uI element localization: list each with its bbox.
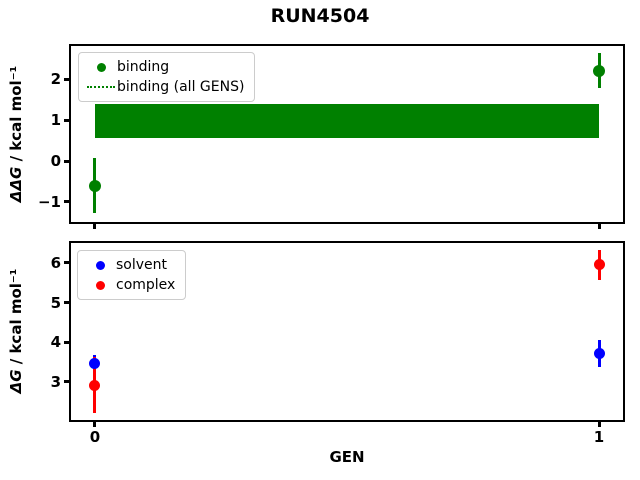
legend-label: binding (all GENS)	[117, 79, 245, 95]
y-tick-label: 3	[50, 372, 61, 391]
binding-data-point	[88, 179, 101, 192]
complex-data-point	[89, 379, 101, 391]
uncertainty-band	[94, 104, 599, 139]
x-tick	[597, 422, 601, 427]
complex-data-point	[593, 259, 605, 271]
y-tick	[64, 380, 69, 384]
y-tick	[64, 118, 69, 122]
y-tick-label: 2	[50, 70, 61, 89]
solvent-data-point	[593, 347, 605, 359]
x-tick-label: 0	[89, 428, 101, 446]
axes-binding: binding binding (all GENS) 2 1 0 −1	[38, 44, 625, 229]
binding-data-point	[593, 64, 605, 77]
y-tick-label: 5	[50, 293, 61, 312]
solvent-data-point	[89, 357, 101, 369]
binding-dot-icon	[85, 62, 117, 72]
x-axis-label: GEN	[329, 448, 365, 466]
y-tick	[64, 77, 69, 81]
legend-item-solvent: solvent	[84, 255, 175, 275]
x-tick	[93, 224, 97, 229]
x-tick	[597, 224, 601, 229]
y-tick	[64, 159, 69, 163]
figure-title: RUN4504	[270, 5, 370, 27]
y-tick-label: 1	[50, 111, 61, 130]
y-tick	[64, 340, 69, 344]
legend-item-complex: complex	[84, 275, 175, 295]
legend-label: binding	[117, 59, 170, 75]
complex-dot-icon	[84, 280, 116, 290]
y-tick	[64, 200, 69, 204]
y-axis-label-top: ΔΔG / kcal mol⁻¹	[7, 65, 25, 203]
x-tick-label: 1	[593, 428, 605, 446]
y-tick-label: 4	[50, 333, 61, 352]
legend-binding: binding binding (all GENS)	[78, 52, 256, 102]
x-tick	[93, 422, 97, 427]
legend-label: complex	[116, 277, 176, 293]
y-tick-label: −1	[37, 192, 61, 211]
y-tick-label: 6	[50, 253, 61, 272]
legend-legs: solvent complex	[77, 250, 187, 300]
legend-item-binding: binding	[85, 57, 244, 77]
dotted-line-icon	[85, 86, 117, 88]
y-tick	[64, 301, 69, 305]
y-axis-label-bottom: ΔG / kcal mol⁻¹	[7, 268, 25, 394]
legend-label: solvent	[116, 257, 168, 273]
solvent-dot-icon	[84, 260, 116, 270]
axes-legs: solvent complex GEN 6 5 4 3 0 1	[51, 241, 625, 466]
y-tick-label: 0	[50, 152, 61, 170]
legend-item-binding-all-gens: binding (all GENS)	[85, 77, 244, 97]
y-tick	[64, 261, 69, 265]
